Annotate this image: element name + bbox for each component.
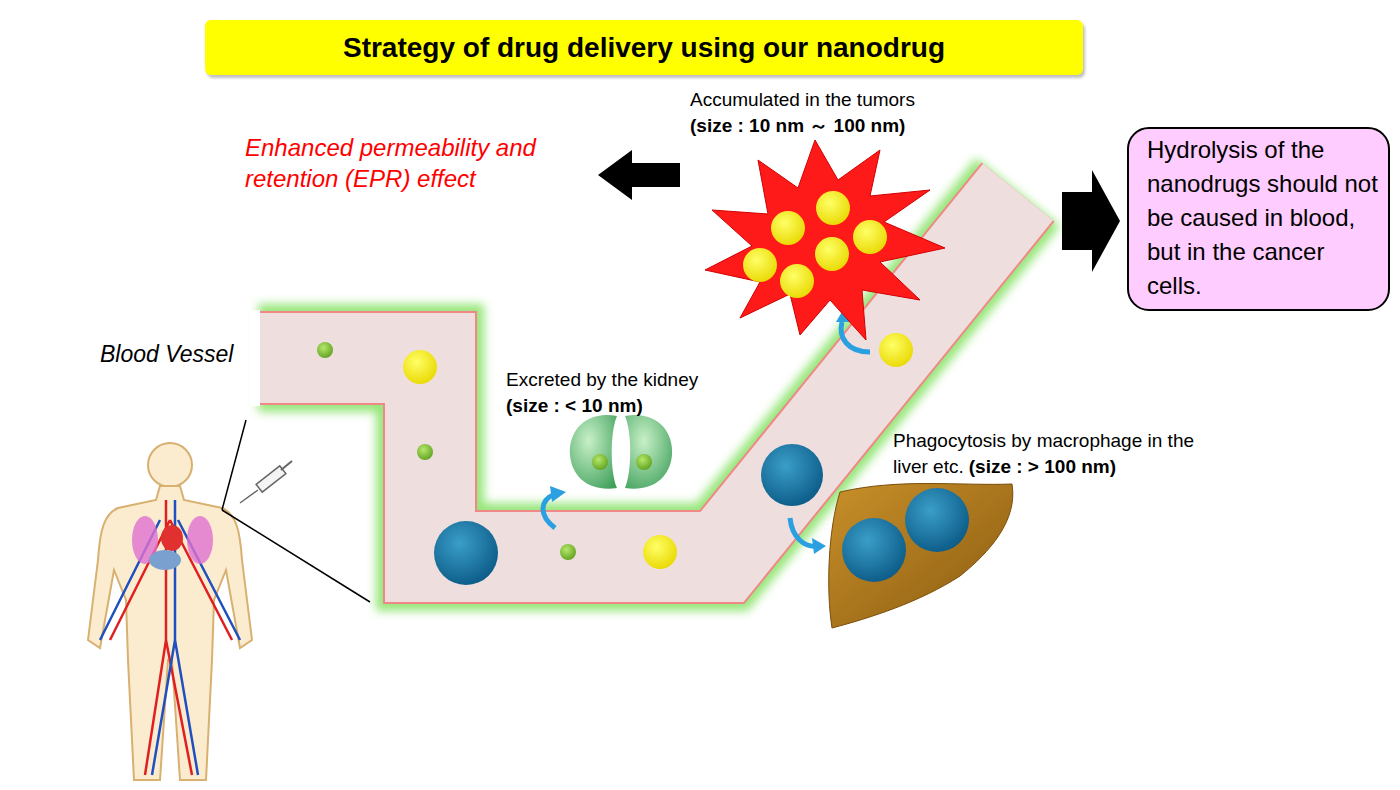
art-path	[100, 500, 240, 775]
leader-line	[222, 420, 370, 602]
art-circle	[636, 454, 652, 470]
art-polygon	[812, 538, 826, 554]
art-circle	[842, 518, 906, 582]
art-circle	[434, 521, 498, 585]
note-box: Hydrolysis of the nanodrugs should not b…	[1127, 127, 1390, 311]
art-path	[625, 415, 672, 489]
art-circle	[771, 211, 805, 245]
art-circle	[879, 333, 913, 367]
human-figure	[88, 443, 252, 780]
art-ellipse	[187, 516, 213, 564]
size-label: (size : 10 nm ～ 100 nm)	[690, 114, 905, 139]
title-text: Strategy of drug delivery using our nano…	[343, 32, 945, 64]
art-circle	[148, 443, 192, 487]
art-polygon	[705, 140, 945, 340]
art-circle	[317, 342, 333, 358]
label-group: Phagocytosis by macrophage in the liver …	[893, 428, 1213, 479]
art-circle	[417, 444, 433, 460]
art-ellipse	[149, 550, 181, 570]
art-circle	[403, 350, 437, 384]
transfer-arrowhead	[550, 310, 850, 554]
art-path	[570, 415, 617, 489]
art-path	[829, 484, 1013, 629]
art-ellipse	[161, 525, 183, 551]
nanoparticles	[317, 333, 913, 585]
size-label: (size : < 10 nm)	[506, 394, 643, 419]
art-rect	[250, 310, 260, 406]
art-line	[222, 420, 246, 510]
art-line	[281, 461, 292, 470]
size-label: (size : > 100 nm)	[969, 456, 1116, 477]
art-circle	[743, 248, 777, 282]
kidney-icon	[570, 415, 672, 489]
note-text: Hydrolysis of the nanodrugs should not b…	[1147, 133, 1378, 303]
art-circle	[643, 535, 677, 569]
block-arrow	[1062, 170, 1120, 272]
tumor-label: Accumulated in the tumors	[690, 88, 915, 113]
art-path	[88, 486, 252, 780]
vessel-label: Blood Vessel	[100, 340, 233, 370]
art-polygon	[550, 486, 566, 502]
art-circle	[815, 237, 849, 271]
title-banner: Strategy of drug delivery using our nano…	[205, 20, 1083, 75]
art-circle	[816, 191, 850, 225]
kidney-label: Excreted by the kidney	[506, 368, 698, 393]
liver-icon	[829, 484, 1013, 629]
art-circle	[780, 264, 814, 298]
art-circle	[560, 544, 576, 560]
art-circle	[853, 220, 887, 254]
art-circle	[592, 454, 608, 470]
effect-label: Enhanced permeability and retention (EPR…	[245, 132, 585, 194]
block-arrow	[598, 150, 680, 200]
art-line	[222, 510, 370, 602]
tumor	[705, 140, 945, 340]
art-circle	[761, 444, 823, 506]
transfer-arrow	[543, 322, 870, 546]
art-circle	[905, 488, 969, 552]
art-line	[240, 490, 258, 503]
syringe	[240, 461, 292, 503]
art-path	[110, 500, 232, 775]
